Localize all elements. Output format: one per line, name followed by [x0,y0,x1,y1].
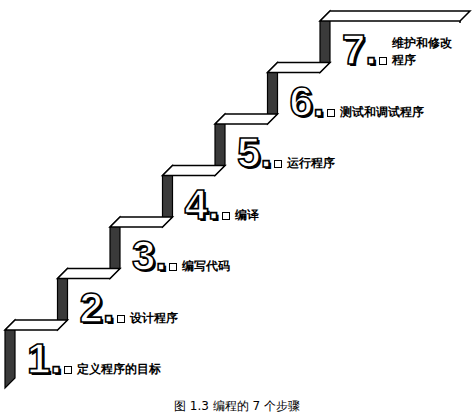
step-tread [320,11,470,21]
step-label: 测试和调试程序 [340,104,424,121]
bullet-square [274,160,282,168]
step-label: 运行程序 [287,155,335,172]
step-tread [5,320,68,330]
step-label: 维护和修改 程序 [392,35,456,69]
figure-caption: 图 1.3 编程的 7 个步骤 [0,398,474,414]
step-number: 3. [132,235,167,277]
step-tread [110,217,173,227]
stair-step: 4. 编译 [185,184,259,226]
bullet-square [64,366,72,374]
step-number: 6. [290,81,325,123]
bullet-square [327,109,335,117]
step-label: 编译 [235,207,259,224]
step-number: 5. [237,132,272,174]
step-tread [268,63,331,73]
bullet-square [379,57,387,65]
step-tread [163,166,226,176]
stair-step: 3. 编写代码 [132,235,230,277]
step-label: 编写代码 [182,258,230,275]
bullet-square [169,263,177,271]
stair-step: 6. 测试和调试程序 [290,81,424,123]
stair-step: 5. 运行程序 [237,132,335,174]
step-tread [58,269,121,279]
step-number: 7. [342,29,377,71]
step-tread [215,114,278,124]
stair-step: 7. 维护和修改 程序 [342,29,456,71]
stair-step: 2. 设计程序 [80,287,178,329]
step-label: 定义程序的目标 [77,361,161,378]
step-number: 4. [185,184,220,226]
step-label: 设计程序 [130,310,178,327]
bullet-square [222,212,230,220]
step-number: 2. [80,287,115,329]
step-number: 1. [27,338,62,380]
bullet-square [117,315,125,323]
platform-edge [459,21,461,23]
stair-step: 1. 定义程序的目标 [27,338,161,380]
